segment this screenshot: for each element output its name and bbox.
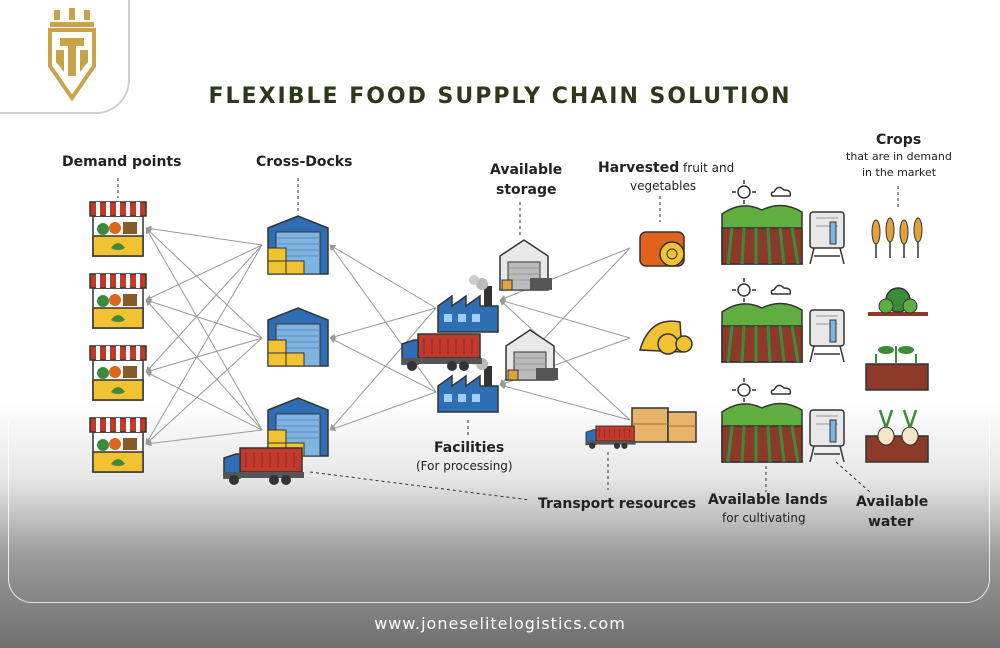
lettuce-crop-icon	[868, 287, 928, 316]
available-storage-label: Available	[490, 162, 562, 178]
cultivation-field-icon	[720, 276, 804, 364]
bottom-frame	[8, 420, 990, 603]
available-lands-sub-label: for cultivating	[722, 511, 806, 525]
logo-frame	[0, 0, 130, 114]
available-water-label: Available	[856, 494, 928, 510]
harvested-label: Harvested fruit and	[598, 160, 734, 176]
cross-dock-warehouse-icon	[267, 215, 329, 275]
radish-crop-icon	[865, 409, 929, 463]
available-lands-label: Available lands	[708, 492, 828, 508]
demand-point-stall-icon	[88, 344, 148, 402]
available-water-label-2: water	[868, 514, 914, 530]
storage-shed-icon	[505, 329, 559, 381]
crops-label-3: in the market	[862, 166, 937, 179]
connection-lines	[117, 178, 899, 501]
water-tank-icon	[809, 309, 845, 363]
harvested-label-2: vegetables	[630, 179, 696, 193]
harvested-produce-icon	[639, 231, 685, 267]
facilities-label: Facilities	[434, 440, 504, 456]
available-storage-label-2: storage	[496, 182, 557, 198]
facilities-sub-label: (For processing)	[416, 459, 513, 473]
cultivation-field-icon	[720, 178, 804, 266]
crops-label-2: that are in demand	[846, 150, 952, 163]
website-url[interactable]: www.joneselitelogistics.com	[374, 614, 626, 633]
cross-dock-warehouse-icon	[267, 307, 329, 367]
wheat-crop-icon	[871, 217, 923, 258]
sprout-crop-icon	[865, 346, 929, 391]
demand-points-label: Demand points	[62, 154, 181, 170]
demand-point-stall-icon	[88, 200, 148, 258]
crown-shield-logo-icon	[48, 8, 96, 102]
crops-label: Crops	[876, 132, 921, 148]
demand-point-stall-icon	[88, 272, 148, 330]
produce-crates-icon	[631, 407, 697, 443]
transport-truck-icon	[401, 333, 483, 372]
water-tank-icon	[809, 211, 845, 265]
transport-resources-label: Transport resources	[538, 496, 696, 512]
page-title: FLEXIBLE FOOD SUPPLY CHAIN SOLUTION	[208, 84, 792, 109]
harvested-produce-icon	[639, 320, 693, 355]
storage-shed-icon	[499, 239, 553, 291]
cross-docks-label: Cross-Docks	[256, 154, 352, 170]
factory-icon	[437, 274, 499, 333]
